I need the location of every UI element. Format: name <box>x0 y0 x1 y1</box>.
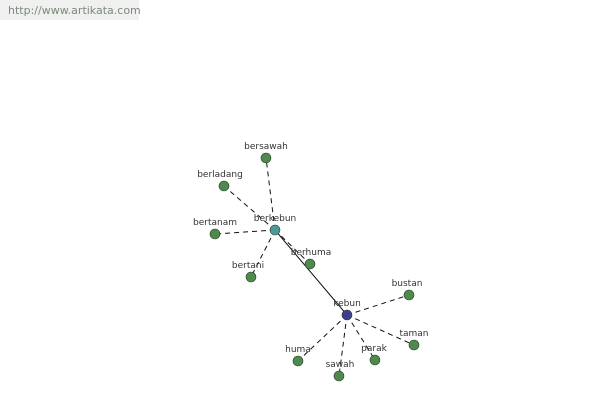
node-bertani[interactable] <box>245 271 257 283</box>
edge-kebun-bustan <box>346 294 410 316</box>
edges-layer <box>214 157 415 377</box>
node-parak[interactable] <box>369 354 381 366</box>
node-label-bersawah: bersawah <box>244 142 288 152</box>
node-kebun[interactable] <box>341 309 353 321</box>
edge-kebun-taman <box>346 314 415 346</box>
node-bustan[interactable] <box>403 289 415 301</box>
node-sawah[interactable] <box>333 370 345 382</box>
node-berladang[interactable] <box>218 180 230 192</box>
node-bersawah[interactable] <box>260 152 272 164</box>
edge-berkebun-berladang <box>223 185 276 231</box>
node-label-berladang: berladang <box>197 170 243 180</box>
node-label-sawah: sawah <box>326 360 355 370</box>
node-label-bertani: bertani <box>232 261 264 271</box>
edge-kebun-berkebun <box>274 229 348 316</box>
nodes-layer <box>209 152 420 382</box>
node-label-bustan: bustan <box>392 279 423 289</box>
node-label-kebun: kebun <box>333 299 361 309</box>
node-taman[interactable] <box>408 339 420 351</box>
edge-kebun-huma <box>297 314 348 362</box>
edge-kebun-sawah <box>338 314 348 377</box>
node-label-berhuma: berhuma <box>291 248 331 258</box>
node-label-parak: parak <box>361 344 387 354</box>
node-berkebun[interactable] <box>269 224 281 236</box>
node-label-huma: huma <box>285 345 311 355</box>
node-berhuma[interactable] <box>304 258 316 270</box>
node-huma[interactable] <box>292 355 304 367</box>
edge-berkebun-berhuma <box>274 229 311 265</box>
node-label-taman: taman <box>399 329 428 339</box>
edge-berkebun-bersawah <box>265 157 276 231</box>
node-label-berkebun: berkebun <box>254 214 297 224</box>
source-link[interactable]: http://www.artikata.com <box>0 0 141 20</box>
edge-berkebun-bertanam <box>214 229 276 235</box>
labels-layer: kebun berkebun bersawah berladang bertanam be… <box>193 142 429 370</box>
node-bertanam[interactable] <box>209 228 221 240</box>
node-label-bertanam: bertanam <box>193 218 237 228</box>
